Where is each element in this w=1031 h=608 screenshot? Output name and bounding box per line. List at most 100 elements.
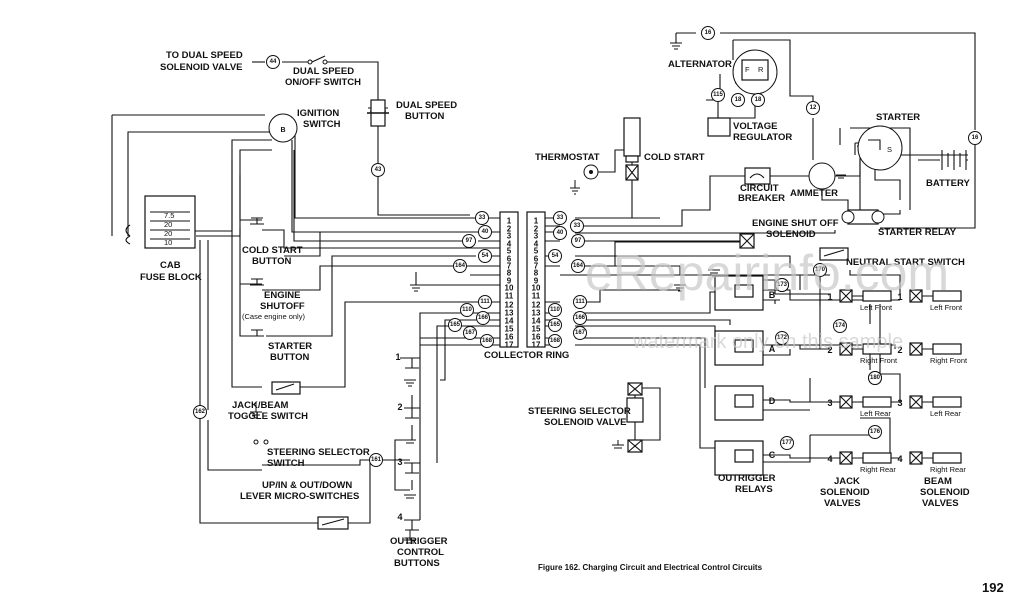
label-dual-speed: DUAL SPEED — [293, 66, 354, 77]
dual-speed-onoff-switch[interactable] — [307, 59, 328, 65]
steering-selector-solenoid-valve — [626, 382, 644, 453]
wire-number-tag: 111 — [573, 295, 587, 309]
wire-number: 115 — [713, 92, 723, 98]
collector-terminal-number: 11 — [532, 292, 541, 301]
valve-number: 1 — [827, 292, 832, 302]
label-engine-shut-off: ENGINE SHUT OFF — [752, 218, 839, 229]
label-starter: STARTER — [268, 341, 312, 352]
label-breaker: BREAKER — [738, 193, 785, 204]
wire-number-tag: 165 — [448, 318, 462, 332]
wire-number-tag: 43 — [371, 163, 385, 177]
label-cold-start-button: BUTTON — [252, 256, 292, 267]
button-number: 3 — [397, 457, 402, 467]
outrigger-button-2[interactable] — [404, 407, 420, 419]
collector-terminal-number: 6 — [534, 255, 539, 264]
collector-terminal-number: 11 — [505, 292, 514, 301]
relay-letter: B — [769, 290, 776, 300]
label-solenoid-valve-2: SOLENOID VALVE — [544, 417, 627, 428]
wire-number: 111 — [575, 299, 585, 305]
collector-terminal-number: 14 — [505, 317, 514, 326]
jack-beam-toggle-switch[interactable] — [271, 381, 301, 395]
relay-letter: D — [769, 396, 776, 406]
lever-micro-switch[interactable] — [317, 516, 349, 530]
wire-number: 168 — [550, 338, 561, 344]
collector-terminal-number: 3 — [534, 232, 539, 241]
svg-text:B: B — [280, 127, 285, 134]
wire-number-tag: 167 — [573, 326, 587, 340]
collector-terminal-number: 7 — [534, 262, 539, 271]
steering-selector-switch[interactable] — [253, 439, 269, 445]
label-lever-micro: LEVER MICRO-SWITCHES — [240, 491, 359, 502]
wire-number: 110 — [462, 307, 472, 313]
label-voltage: VOLTAGE — [733, 121, 778, 132]
wire-number: 162 — [195, 409, 206, 415]
label-switch: SWITCH — [303, 119, 341, 130]
label-outrigger: OUTRIGGER — [390, 536, 448, 547]
collector-terminal-number: 9 — [534, 277, 539, 286]
button-number: 2 — [397, 402, 402, 412]
outrigger-button-3[interactable] — [404, 462, 420, 474]
label-dual-speed-button: DUAL SPEED — [396, 100, 457, 111]
labels: TO DUAL SPEED SOLENOID VALVE DUAL SPEED … — [140, 50, 1004, 595]
wire-number-tag: 173 — [775, 278, 789, 292]
relay-a: A — [714, 330, 776, 366]
collector-terminal-number: 12 — [505, 301, 514, 310]
label-outrigger-relays: OUTRIGGER — [718, 473, 776, 484]
label-ignition: IGNITION — [297, 108, 339, 119]
fuse-value: 20 — [164, 220, 172, 229]
label-beam-solenoid: SOLENOID — [920, 487, 970, 498]
circuit-breaker — [744, 167, 771, 185]
wire-number: 177 — [782, 440, 793, 446]
wire-number-tag: 16 — [968, 131, 982, 145]
relay-letter: C — [769, 450, 776, 460]
outrigger-button-1[interactable] — [404, 357, 420, 369]
wire-number-tag: 54 — [478, 249, 492, 263]
collector-terminal-number: 9 — [507, 277, 512, 286]
collector-terminal-number: 12 — [532, 301, 541, 310]
engine-shutoff-button[interactable] — [250, 278, 264, 286]
outrigger-button-4[interactable] — [404, 519, 420, 531]
ignition-switch[interactable]: B — [268, 113, 298, 143]
label-jack-valves: VALVES — [824, 498, 861, 509]
wire-number: 168 — [482, 338, 493, 344]
label-shutoff: SHUTOFF — [260, 301, 305, 312]
collector-terminal-number: 8 — [507, 269, 512, 278]
ammeter — [808, 162, 836, 190]
svg-text:F: F — [745, 65, 750, 74]
valve-number: 4 — [897, 454, 902, 464]
label-collector-ring: COLLECTOR RING — [484, 350, 569, 361]
starter-button[interactable] — [250, 329, 264, 337]
valve-number: 2 — [897, 345, 902, 355]
label-jack-solenoid: SOLENOID — [820, 487, 870, 498]
wire-number: 97 — [575, 238, 582, 244]
cold-start-device — [623, 117, 641, 181]
wire-number: 167 — [465, 330, 476, 336]
label-starter-motor: STARTER — [876, 112, 920, 123]
starter: S — [857, 125, 903, 171]
wire-number: 97 — [466, 238, 473, 244]
fuse-value: 7.5 — [164, 211, 174, 220]
relay-c: C — [714, 440, 776, 476]
label-regulator: REGULATOR — [733, 132, 792, 143]
collector-terminal-number: 14 — [532, 317, 541, 326]
valve-position-label: Right Rear — [860, 465, 896, 474]
valve-number: 4 — [827, 454, 832, 464]
label-steering-selector-2: STEERING SELECTOR — [528, 406, 631, 417]
cold-start-button[interactable] — [250, 217, 264, 225]
label-solenoid-valve: SOLENOID VALVE — [160, 62, 243, 73]
label-engine: ENGINE — [264, 290, 300, 301]
wire-number: 16 — [705, 30, 712, 36]
wire-number-tag: 180 — [868, 371, 882, 385]
fuse-value: 20 — [164, 229, 172, 238]
dual-speed-button[interactable] — [367, 99, 389, 127]
wire-number: 54 — [482, 253, 489, 259]
collector-terminal-number: 3 — [507, 232, 512, 241]
page-number: 192 — [982, 580, 1004, 595]
wire-number-tag: 166 — [573, 311, 587, 325]
